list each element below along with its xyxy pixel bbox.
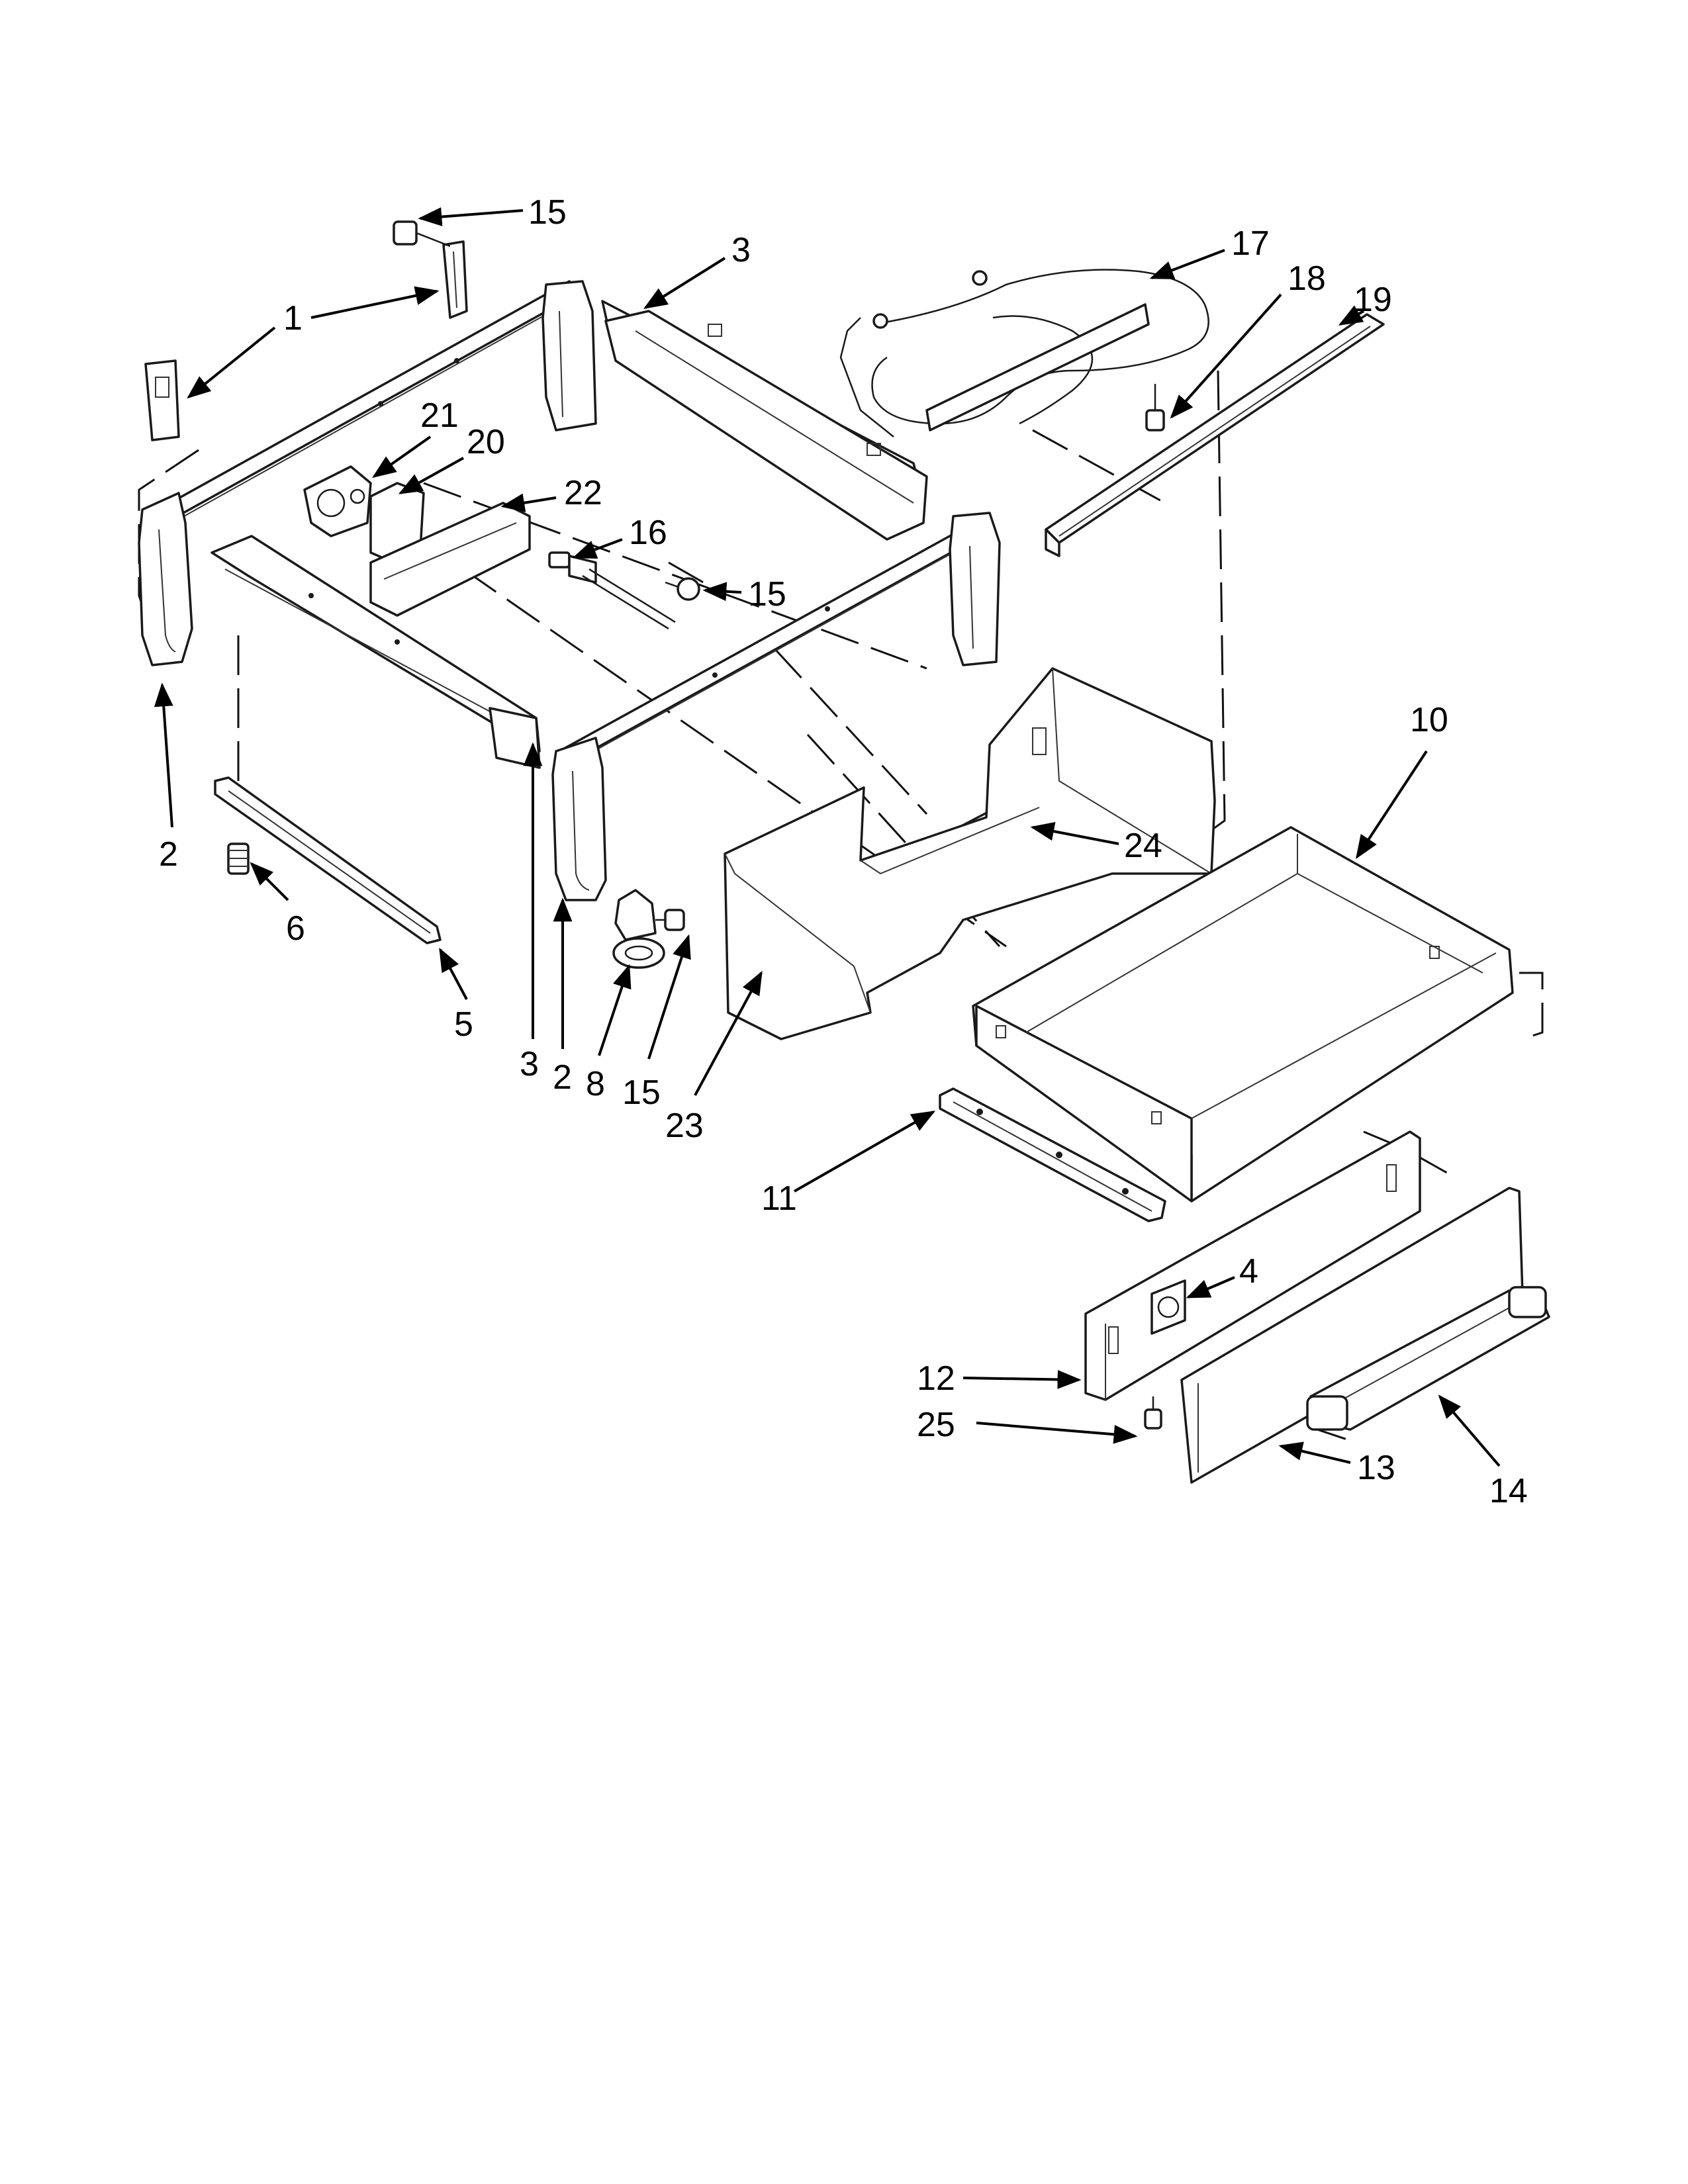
part-12-front-panel [1084, 1130, 1421, 1401]
callout-3-top: 3 [731, 231, 751, 269]
part-3-rear-bracket [604, 310, 928, 541]
callout-10: 10 [1410, 701, 1448, 739]
part-19-rail [1045, 313, 1385, 557]
part-14-handle [1306, 1286, 1550, 1431]
callout-21: 21 [420, 396, 459, 435]
part-8-foot [612, 889, 665, 969]
callout-20: 20 [467, 423, 505, 461]
part-25-screw [1144, 1396, 1162, 1430]
callout-15-bottom: 15 [622, 1073, 661, 1112]
callout-2-left: 2 [159, 835, 178, 874]
part-15-screw-top [393, 220, 451, 248]
part-6-leveling-leg [227, 842, 250, 875]
callout-8: 8 [586, 1065, 605, 1103]
part-10-drawer-box [972, 826, 1514, 1203]
part-4-badge [1150, 1279, 1186, 1335]
callout-17: 17 [1231, 224, 1270, 263]
callout-4: 4 [1239, 1252, 1258, 1291]
callout-23: 23 [665, 1107, 704, 1145]
callout-19: 19 [1354, 281, 1392, 319]
part-17-bake-element [839, 269, 1209, 437]
callout-labels: 15 1 3 17 18 19 21 20 22 16 15 10 24 2 6… [159, 193, 1528, 1510]
callout-12: 12 [917, 1359, 955, 1398]
callout-14: 14 [1489, 1472, 1528, 1510]
part-15-screw-lower [655, 909, 685, 931]
leader-lines [154, 207, 1501, 1467]
part-18-screw [1145, 384, 1165, 432]
callout-13: 13 [1357, 1449, 1395, 1487]
callout-3-bottom: 3 [520, 1045, 539, 1083]
part-1-bracket [442, 240, 468, 319]
callout-16: 16 [629, 514, 667, 552]
callout-25: 25 [917, 1406, 955, 1444]
callout-11: 11 [761, 1179, 797, 1218]
part-5-rail [214, 776, 442, 944]
callout-2-bottom: 2 [553, 1058, 572, 1097]
part-16-igniter [548, 551, 676, 630]
callout-6: 6 [286, 909, 305, 948]
callout-18: 18 [1288, 259, 1326, 298]
part-21-valve [303, 465, 372, 537]
callout-22: 22 [564, 474, 602, 512]
callout-15-middle: 15 [748, 575, 786, 614]
left-side-bracket [144, 359, 180, 441]
callout-24: 24 [1124, 827, 1162, 865]
callout-5: 5 [454, 1005, 473, 1044]
callout-15-top: 15 [528, 193, 567, 232]
callout-1: 1 [283, 299, 303, 338]
part-11-slide-rail [939, 1087, 1166, 1222]
part-13-outer-panel [1180, 1187, 1524, 1484]
part-15-screw-middle [665, 577, 700, 601]
